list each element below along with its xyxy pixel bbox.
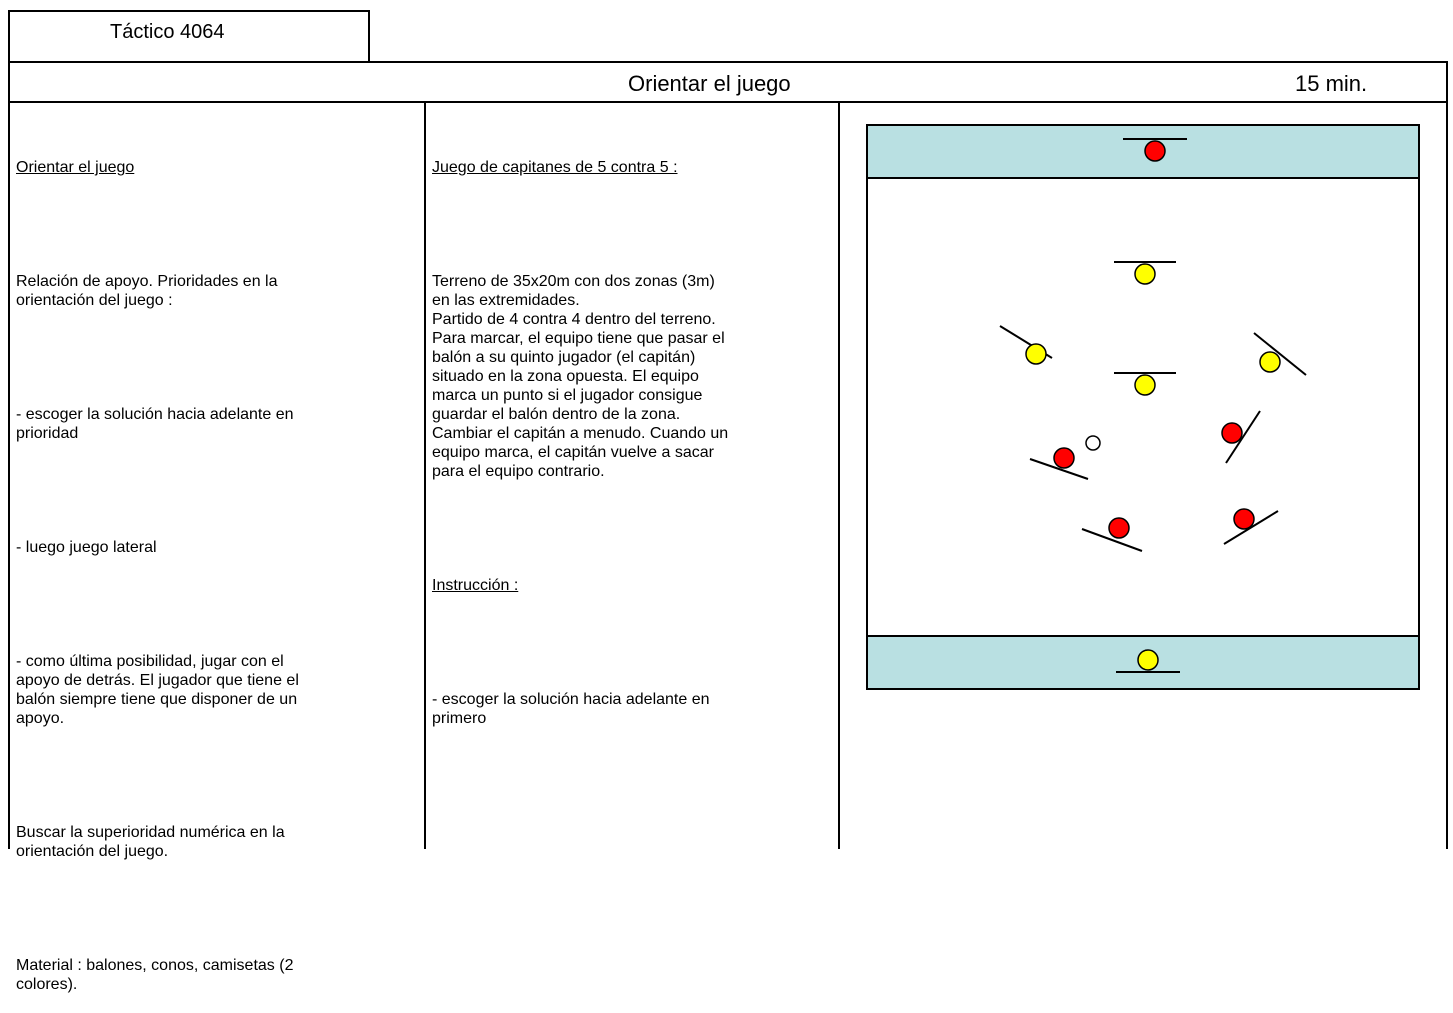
yellow-player [999,325,1053,365]
ball [1085,435,1101,451]
red-player [1029,447,1089,480]
column-divider-2 [838,101,840,849]
objective-paragraph-4: - como última posibilidad, jugar con el … [16,653,299,727]
objective-heading: Orientar el juego [16,159,135,176]
red-player [1221,410,1261,464]
objective-column: Orientar el juego Relación de apoyo. Pri… [16,120,416,1013]
objective-paragraph-3: - luego juego lateral [16,539,157,556]
header-row [8,61,1448,103]
red-captain-top [1123,138,1187,162]
yellow-captain-bottom [1116,649,1180,673]
field-diagram [866,124,1420,690]
instruction-text: - escoger la solución hacia adelante en … [432,691,710,727]
session-title: Orientar el juego [628,71,791,96]
objective-paragraph-2: - escoger la solución hacia adelante en … [16,406,294,442]
playing-field [866,177,1420,637]
column-border-right [1446,101,1448,849]
session-code: Táctico 4064 [110,21,225,43]
exercise-heading: Juego de capitanes de 5 contra 5 : [432,159,678,176]
objective-paragraph-1: Relación de apoyo. Prioridades en la ori… [16,273,278,309]
red-player [1223,508,1279,545]
material-text: Material : balones, conos, camisetas (2 … [16,957,294,993]
session-code-box [8,10,370,62]
column-divider-1 [424,101,426,849]
column-border-left [8,101,10,849]
session-duration: 15 min. [1295,71,1368,96]
instruction-heading: Instrucción : [432,577,519,594]
exercise-column: Juego de capitanes de 5 contra 5 : Terre… [432,120,836,747]
top-end-zone [866,124,1420,179]
red-player [1081,517,1143,552]
yellow-player [1114,261,1176,285]
yellow-player [1114,372,1176,396]
yellow-player [1253,332,1307,376]
objective-paragraph-5: Buscar la superioridad numérica en la or… [16,824,285,860]
exercise-description: Terreno de 35x20m con dos zonas (3m) en … [432,273,729,480]
